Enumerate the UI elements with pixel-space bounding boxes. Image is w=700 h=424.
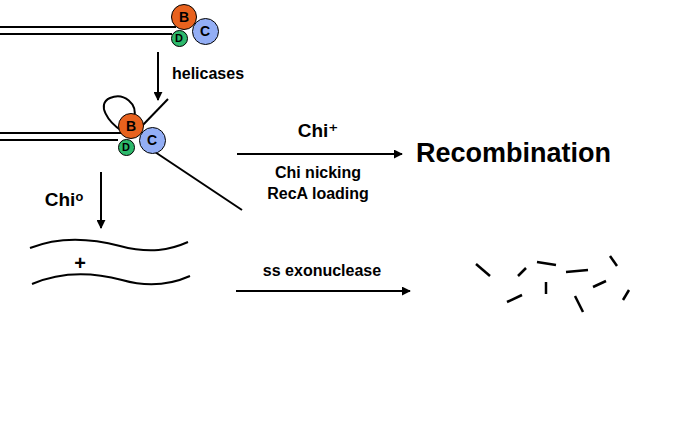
dna-strand [0,26,176,28]
dna-fragments [476,256,629,312]
dna-strand [0,139,118,141]
recb-subunit: B [118,113,144,139]
step-label: ss exonuclease [263,262,381,280]
ss-strand [140,99,168,128]
subunit-letter: B [126,119,136,133]
step-label: Chi nicking [275,164,361,182]
subunit-letter: C [147,133,157,147]
dna-strand [0,33,172,35]
ss-dna [32,274,190,284]
process-arrow [236,290,410,292]
process-arrow [237,153,402,155]
step-label: RecA loading [267,185,369,203]
condition-label: Chi⁺ [298,121,339,142]
ss-strand [152,150,242,210]
process-arrow [157,52,159,100]
ss-dna [30,240,188,251]
subunit-letter: B [179,10,189,24]
subunit-letter: D [122,142,130,153]
dna-strand [0,132,122,134]
recd-subunit: D [118,139,135,156]
step-label: helicases [172,65,244,83]
subunit-letter: D [175,33,183,44]
plus-sign: + [74,252,86,274]
subunit-letter: C [200,24,210,38]
recb-subunit: B [171,4,197,30]
recd-subunit: D [171,30,188,47]
outcome-label: Recombination [416,139,611,169]
condition-label: Chiᵒ [45,190,83,211]
process-arrow [100,172,102,228]
